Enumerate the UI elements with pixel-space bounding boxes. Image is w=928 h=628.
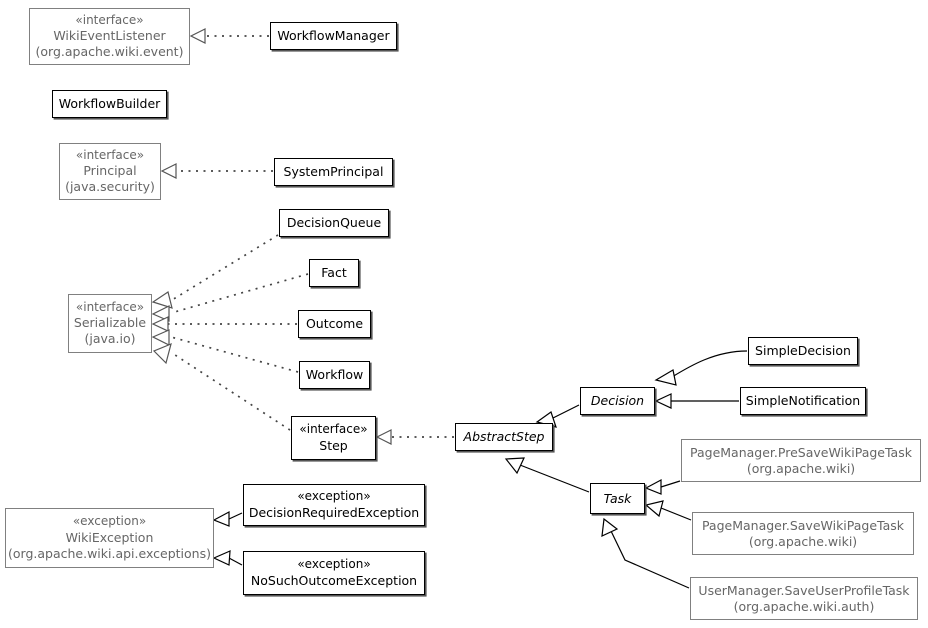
class-box-outcome[interactable]: Outcome — [298, 310, 371, 338]
class-name: SimpleNotification — [745, 393, 861, 408]
class-name: DecisionRequiredException — [248, 504, 420, 520]
class-name: SimpleDecision — [755, 343, 851, 358]
class-box-workflow-builder[interactable]: WorkflowBuilder — [52, 90, 167, 118]
class-box-no-such-outcome-exception[interactable]: «exception» NoSuchOutcomeException — [243, 551, 425, 595]
edge-system-principal-to-principal — [160, 163, 273, 179]
class-box-decision[interactable]: Decision — [580, 387, 655, 415]
class-name: UserManager.SaveUserProfileTask — [698, 582, 910, 598]
class-box-wiki-event-listener[interactable]: «interface» WikiEventListener (org.apach… — [29, 8, 190, 65]
class-name: WikiEventListener — [53, 28, 166, 44]
class-package: (java.io) — [84, 331, 136, 347]
class-stereotype: «interface» — [299, 422, 368, 437]
class-box-simple-notification[interactable]: SimpleNotification — [740, 387, 866, 415]
class-stereotype: «exception» — [297, 489, 371, 504]
class-stereotype: «interface» — [75, 147, 145, 162]
edge-workflow-to-serializable — [151, 329, 299, 373]
class-name: DecisionQueue — [286, 215, 382, 230]
class-package: (org.apache.wiki.event) — [35, 44, 184, 60]
class-package: (org.apache.wiki.auth) — [733, 598, 875, 614]
class-name: Outcome — [305, 316, 364, 331]
class-name: WorkflowManager — [277, 28, 390, 43]
edge-page-manager-presave-to-task — [644, 479, 681, 495]
class-box-workflow[interactable]: Workflow — [299, 361, 370, 389]
class-box-serializable[interactable]: «interface» Serializable (java.io) — [68, 294, 152, 353]
edge-decision-required-exception-to-wiki-exception — [212, 511, 243, 527]
class-package: (java.security) — [65, 179, 155, 195]
edge-no-such-outcome-exception-to-wiki-exception — [212, 550, 243, 566]
edge-fact-to-serializable — [151, 273, 309, 322]
class-stereotype: «interface» — [75, 299, 145, 314]
class-name: Serializable — [73, 315, 147, 331]
edge-workflow-manager-to-wiki-event-listener — [189, 28, 269, 44]
class-box-fact[interactable]: Fact — [309, 259, 359, 287]
class-box-step[interactable]: «interface» Step — [291, 416, 376, 460]
class-name: PageManager.SaveWikiPageTask — [701, 517, 905, 533]
class-box-task[interactable]: Task — [590, 483, 645, 514]
class-box-wiki-exception[interactable]: «exception» WikiException (org.apache.wi… — [5, 508, 214, 568]
class-name: Fact — [321, 265, 347, 280]
class-package: (org.apache.wiki.api.exceptions) — [8, 545, 211, 561]
class-box-decision-queue[interactable]: DecisionQueue — [279, 209, 389, 237]
edge-simple-decision-to-decision — [654, 350, 748, 386]
class-name: Principal — [83, 163, 137, 179]
class-name: WikiException — [65, 529, 154, 545]
class-box-system-principal[interactable]: SystemPrincipal — [274, 158, 393, 186]
class-name: NoSuchOutcomeException — [250, 572, 418, 588]
edge-user-manager-save-profile-to-task — [601, 517, 690, 589]
class-stereotype: «exception» — [297, 557, 371, 572]
class-package: (org.apache.wiki) — [748, 533, 858, 549]
edge-simple-notification-to-decision — [654, 393, 739, 409]
class-box-workflow-manager[interactable]: WorkflowManager — [270, 22, 397, 50]
class-stereotype: «interface» — [75, 12, 144, 27]
class-box-abstract-step[interactable]: AbstractStep — [455, 423, 553, 451]
edge-abstract-step-to-step — [375, 429, 454, 445]
class-name: Decision — [590, 393, 645, 408]
edge-task-to-abstract-step — [504, 457, 590, 493]
class-name: WorkflowBuilder — [58, 96, 161, 111]
class-box-page-manager-save-wiki-page-task[interactable]: PageManager.SaveWikiPageTask (org.apache… — [692, 512, 914, 555]
class-name: SystemPrincipal — [283, 164, 384, 179]
edge-page-manager-save-to-task — [644, 500, 692, 521]
class-box-principal[interactable]: «interface» Principal (java.security) — [59, 143, 161, 200]
edge-decision-queue-to-serializable — [151, 234, 279, 309]
class-name: PageManager.PreSaveWikiPageTask — [690, 444, 912, 460]
class-box-decision-required-exception[interactable]: «exception» DecisionRequiredException — [243, 484, 425, 526]
class-box-page-manager-presave-wiki-page-task[interactable]: PageManager.PreSaveWikiPageTask (org.apa… — [681, 439, 921, 482]
edge-step-to-serializable — [152, 342, 291, 431]
class-stereotype: «exception» — [72, 514, 147, 529]
class-box-simple-decision[interactable]: SimpleDecision — [748, 337, 858, 365]
class-box-user-manager-save-user-profile-task[interactable]: UserManager.SaveUserProfileTask (org.apa… — [690, 577, 918, 620]
class-name: AbstractStep — [463, 429, 545, 444]
class-name: Workflow — [305, 367, 364, 382]
class-name: Step — [319, 437, 348, 453]
edge-outcome-to-serializable — [151, 316, 297, 332]
class-package: (org.apache.wiki) — [746, 460, 856, 476]
class-name: Task — [603, 490, 632, 506]
